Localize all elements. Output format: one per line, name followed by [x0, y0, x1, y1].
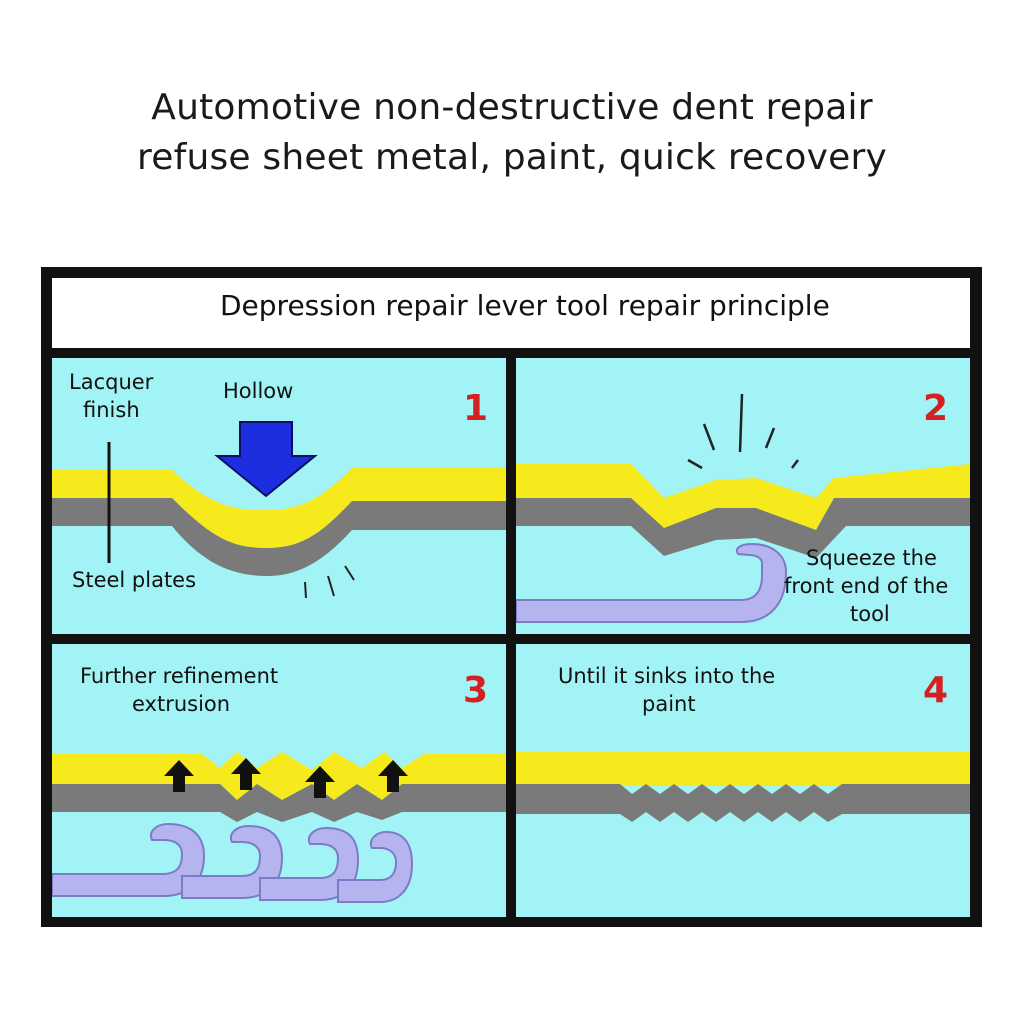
panel-step-1: Lacquer finish Hollow Steel plates 1	[52, 358, 506, 634]
panel-step-2: Squeeze the front end of the tool 2	[516, 358, 970, 634]
lever-tool-4	[337, 830, 414, 903]
label-squeeze-3: tool	[850, 602, 890, 626]
label-lacquer: Lacquer	[69, 370, 154, 394]
label-refinement-2: extrusion	[132, 692, 231, 716]
label-refinement-1: Further refinement	[80, 664, 279, 688]
steel-layer	[516, 498, 970, 558]
step-4-illustration	[516, 752, 970, 822]
panel-step-3: Further refinement extrusion 3	[52, 644, 506, 917]
label-finish: finish	[83, 398, 140, 422]
panel-step-4: Until it sinks into the paint 4	[516, 644, 970, 917]
step-3-illustration	[52, 752, 506, 903]
diagram-banner	[52, 278, 970, 348]
steel-layer	[52, 498, 506, 576]
label-hollow: Hollow	[223, 379, 294, 403]
label-squeeze-2: front end of the	[784, 574, 949, 598]
step-number-2: 2	[923, 388, 949, 429]
push-arrow-1	[164, 760, 194, 792]
lever-tool	[516, 542, 788, 623]
steel-layer	[516, 784, 970, 822]
hollow-arrow	[214, 421, 318, 498]
label-sinks-1: Until it sinks into the	[558, 664, 776, 688]
diagram-title: Depression repair lever tool repair prin…	[220, 289, 830, 322]
label-steel-plates: Steel plates	[72, 568, 197, 592]
push-arrow-4	[378, 760, 408, 792]
paint-layer	[52, 468, 506, 548]
headline-line-1: Automotive non-destructive dent repair	[151, 87, 873, 128]
step-number-1: 1	[463, 388, 489, 429]
paint-layer	[516, 464, 970, 530]
step-2-illustration	[516, 393, 970, 623]
label-sinks-2: paint	[642, 692, 696, 716]
step-number-4: 4	[923, 670, 949, 711]
paint-layer	[516, 752, 970, 786]
steel-layer	[52, 784, 506, 822]
step-number-3: 3	[463, 670, 489, 711]
label-squeeze-1: Squeeze the	[806, 546, 937, 570]
push-arrow-2	[231, 758, 261, 790]
headline-line-2: refuse sheet metal, paint, quick recover…	[137, 137, 887, 178]
step-1-illustration	[52, 421, 506, 599]
push-arrow-3	[305, 766, 335, 798]
